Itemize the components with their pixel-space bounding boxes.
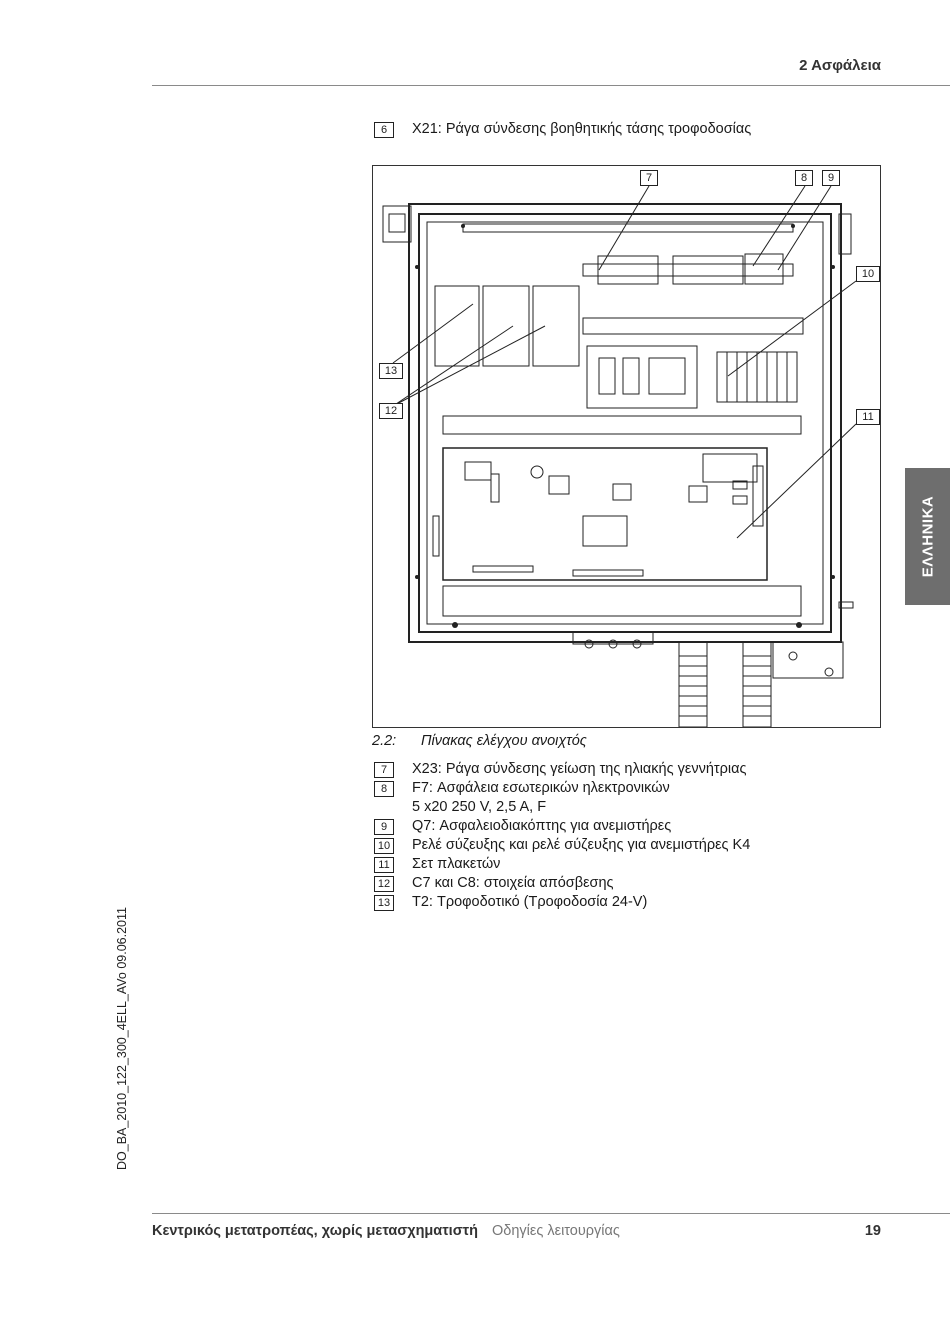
item-text: Q7: Ασφαλειοδιακόπτης για ανεμιστήρες — [412, 818, 672, 834]
footer-divider — [152, 1213, 950, 1214]
item-text: Ρελέ σύζευξης και ρελέ σύζευξης για ανεμ… — [412, 837, 751, 853]
item-text: X23: Ράγα σύνδεσης γείωση της ηλιακής γε… — [412, 761, 747, 777]
figure-caption-number: 2.2: — [372, 733, 397, 749]
legend-item-9: 9 Q7: Ασφαλειοδιακόπτης για ανεμιστήρες — [374, 817, 671, 836]
item-text: F7: Ασφάλεια εσωτερικών ηλεκτρονικών — [412, 780, 670, 796]
item-number-box: 11 — [374, 857, 394, 873]
figure-label-13: 13 — [379, 363, 403, 379]
legend-item-6: 6 X21: Ράγα σύνδεσης βοηθητικής τάσης τρ… — [374, 120, 751, 139]
legend-item-8: 8 F7: Ασφάλεια εσωτερικών ηλεκτρονικών 5… — [374, 779, 670, 817]
item-number-box: 9 — [374, 819, 394, 835]
figure-label-12: 12 — [379, 403, 403, 419]
item-text: X21: Ράγα σύνδεσης βοηθητικής τάσης τροφ… — [412, 121, 752, 137]
section-header: 2 Ασφάλεια — [799, 57, 881, 74]
item-text: T2: Τροφοδοτικό (Τροφοδοσία 24-V) — [412, 894, 648, 910]
control-panel-figure: 7 8 9 10 11 12 13 — [372, 165, 881, 728]
item-number-box: 6 — [374, 122, 394, 138]
footer-title: Κεντρικός μετατροπέας, χωρίς μετασχηματι… — [152, 1223, 478, 1239]
footer-subtitle: Οδηγίες λειτουργίας — [491, 1223, 620, 1239]
item-number-box: 12 — [374, 876, 394, 892]
legend-item-12: 12 C7 και C8: στοιχεία απόσβεσης — [374, 874, 614, 893]
figure-caption: 2.2: Πίνακας ελέγχου ανοιχτός — [372, 733, 587, 749]
legend-item-11: 11 Σετ πλακετών — [374, 855, 500, 874]
header-divider — [152, 85, 950, 86]
item-text: C7 και C8: στοιχεία απόσβεσης — [412, 875, 614, 891]
figure-label-8: 8 — [795, 170, 813, 186]
item-number-box: 10 — [374, 838, 394, 854]
page-number: 19 — [864, 1223, 881, 1239]
item-number-box: 7 — [374, 762, 394, 778]
figure-label-9: 9 — [822, 170, 840, 186]
language-tab-label: ΕΛΛΗΝΙΚΑ — [919, 495, 937, 578]
figure-caption-text: Πίνακας ελέγχου ανοιχτός — [421, 733, 587, 749]
legend-item-13: 13 T2: Τροφοδοτικό (Τροφοδοσία 24-V) — [374, 893, 647, 912]
item-text-line2: 5 x20 250 V, 2,5 A, F — [412, 799, 547, 815]
item-text: Σετ πλακετών — [412, 856, 501, 872]
legend-item-7: 7 X23: Ράγα σύνδεσης γείωση της ηλιακής … — [374, 760, 746, 779]
item-number-box: 13 — [374, 895, 394, 911]
footer: Κεντρικός μετατροπέας, χωρίς μετασχηματι… — [152, 1223, 881, 1239]
item-number-box: 8 — [374, 781, 394, 797]
figure-label-10: 10 — [856, 266, 880, 282]
figure-label-11: 11 — [856, 409, 880, 425]
control-panel-drawing — [382, 185, 857, 727]
document-code: DO_BA_2010_122_300_4ELL_AVo 09.06.2011 — [115, 907, 129, 1170]
figure-label-7: 7 — [640, 170, 658, 186]
legend-item-10: 10 Ρελέ σύζευξης και ρελέ σύζευξης για α… — [374, 836, 750, 855]
language-tab[interactable]: ΕΛΛΗΝΙΚΑ — [905, 468, 950, 605]
